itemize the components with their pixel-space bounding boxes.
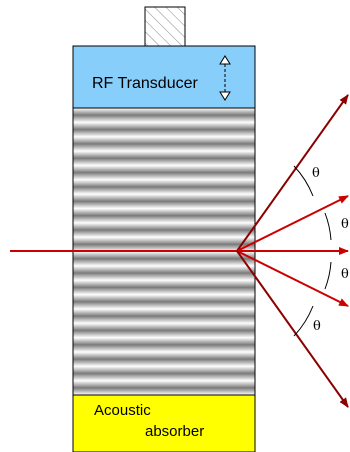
vibration-arrow-icon bbox=[219, 55, 231, 101]
angle-arcs bbox=[293, 165, 332, 337]
diffracted-beam-plus-1 bbox=[236, 195, 349, 252]
diffracted-beam-plus-2 bbox=[236, 94, 349, 252]
angle-label-4: θ bbox=[313, 319, 321, 334]
angle-label-1: θ bbox=[312, 166, 320, 181]
angle-label-2: θ bbox=[341, 217, 349, 232]
absorber-label-line1: Acoustic bbox=[94, 402, 151, 419]
acoustic-absorber-block bbox=[72, 394, 256, 452]
diffracted-beam-minus-1 bbox=[236, 250, 349, 307]
absorber-label-line2: absorber bbox=[145, 423, 204, 440]
rf-transducer-label: RF Transducer bbox=[92, 75, 198, 92]
diffracted-beam-minus-2 bbox=[236, 250, 349, 408]
angle-label-3: θ bbox=[341, 267, 349, 282]
connector-threads bbox=[144, 6, 186, 47]
